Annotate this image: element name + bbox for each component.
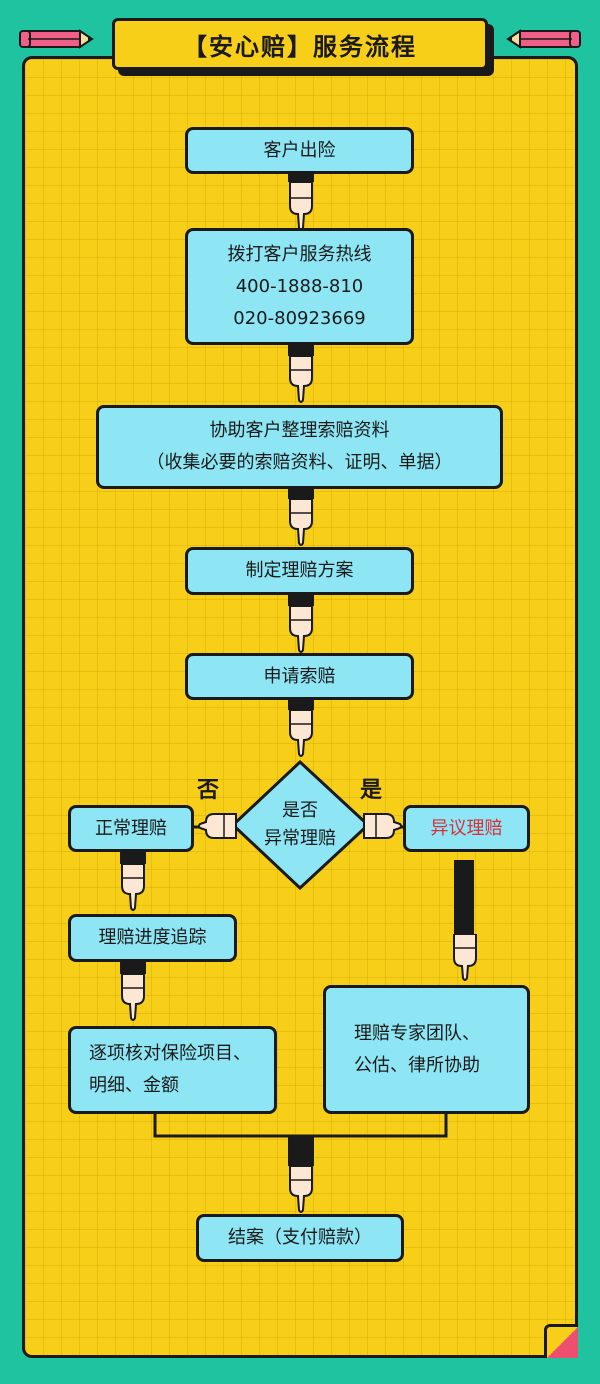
pointing-hand-icon (288, 487, 314, 546)
step-note: （收集必要的索赔资料、证明、单据） (146, 452, 453, 473)
pointing-hand-icon (288, 594, 314, 653)
step-decision: 是否 异常理赔 (231, 759, 369, 891)
step-close: 结案（支付赔款） (196, 1214, 404, 1262)
step-label: 明细、金额 (89, 1075, 179, 1096)
phone-number: 400-1888-810 (235, 275, 364, 297)
yes-label: 是 (360, 778, 383, 803)
pointing-hand-icon (120, 852, 146, 911)
decision-diamond (230, 759, 371, 891)
step-label: 逐项核对保险项目、 (89, 1043, 251, 1064)
step-label: 客户出险 (263, 139, 336, 161)
step-abnormal: 异议理赔 (403, 805, 530, 852)
pointing-hand-icon (288, 698, 314, 757)
pencil-icon (506, 29, 581, 49)
decision-line: 异常理赔 (264, 828, 336, 849)
step-plan: 制定理赔方案 (185, 547, 414, 595)
page-title: 【安心赔】服务流程 (112, 18, 488, 70)
pointing-hand-left-icon (198, 813, 237, 839)
page-fold (544, 1324, 578, 1358)
pointing-hand-icon (120, 962, 146, 1021)
step-assist: 协助客户整理索赔资料 （收集必要的索赔资料、证明、单据） (96, 405, 503, 489)
phone-number: 020-80923669 (233, 307, 366, 329)
step-label: 公估、律所协助 (354, 1054, 480, 1076)
step-label: 正常理赔 (95, 817, 167, 839)
step-apply: 申请索赔 (185, 653, 414, 700)
step-label: 理赔进度追踪 (98, 927, 207, 948)
pointing-hand-icon (288, 344, 314, 403)
pencil-icon (19, 29, 94, 49)
step-tracking: 理赔进度追踪 (68, 914, 237, 962)
no-label: 否 (197, 778, 220, 803)
step-label: 理赔专家团队、 (354, 1022, 480, 1044)
step-label: 拨打客户服务热线 (227, 243, 372, 265)
pointing-hand-icon (288, 172, 314, 231)
step-label: 申请索赔 (263, 665, 336, 687)
step-hotline: 拨打客户服务热线 400-1888-810 020-80923669 (185, 228, 414, 345)
step-normal: 正常理赔 (68, 805, 194, 852)
step-label: 结案（支付赔款） (228, 1227, 372, 1248)
step-label: 制定理赔方案 (245, 560, 354, 581)
pointing-hand-icon (288, 1136, 314, 1213)
step-experts: 理赔专家团队、 公估、律所协助 (323, 985, 530, 1114)
step-label: 异议理赔 (430, 817, 503, 839)
pointing-hand-icon (453, 934, 477, 981)
step-label: 协助客户整理索赔资料 (209, 420, 390, 441)
pointing-hand-right-icon (363, 813, 402, 839)
step-report: 客户出险 (185, 127, 414, 174)
decision-line: 是否 (282, 800, 318, 821)
step-verify: 逐项核对保险项目、 明细、金额 (68, 1026, 277, 1114)
